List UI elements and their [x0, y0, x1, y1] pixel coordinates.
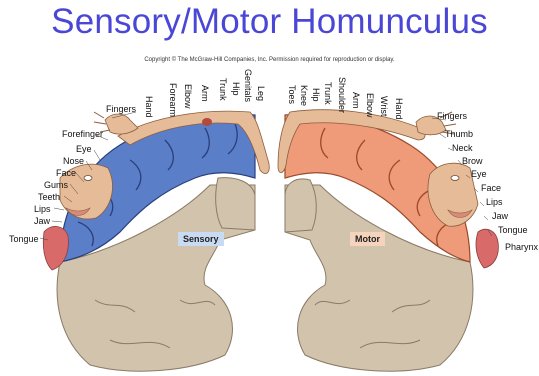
motor-figure-tongue	[476, 229, 498, 268]
motor-label-elbow: Elbow	[365, 93, 375, 118]
motor-label-fingers: Fingers	[437, 111, 467, 121]
sensory-label-trunk: Trunk	[218, 78, 228, 101]
sensory-label-lips: Lips	[34, 204, 51, 214]
sensory-figure-genitals	[202, 118, 212, 126]
motor-region-tag: Motor	[350, 232, 385, 246]
motor-figure-eye	[451, 176, 459, 181]
sensory-label-face: Face	[56, 168, 76, 178]
motor-label-brow: Brow	[462, 156, 483, 166]
motor-label-hip: Hip	[311, 88, 321, 102]
motor-label-neck: Neck	[452, 143, 473, 153]
motor-label-wrist: Wrist	[379, 96, 389, 116]
motor-label-trunk: Trunk	[323, 82, 333, 105]
sensory-label-nose: Nose	[63, 156, 84, 166]
sensory-label-forefinger: Forefinger	[62, 129, 103, 139]
sensory-label-jaw: Jaw	[34, 216, 50, 226]
sensory-label-hip: Hip	[231, 82, 241, 96]
sensory-label-elbow: Elbow	[183, 84, 193, 109]
motor-label-jaw: Jaw	[492, 211, 508, 221]
motor-label-thumb: Thumb	[445, 129, 473, 139]
sensory-figure-hand	[105, 114, 138, 134]
motor-label-pharynx: Pharynx	[505, 242, 538, 252]
sensory-label-fingers: Fingers	[106, 104, 136, 114]
sensory-label-leg: Leg	[256, 86, 266, 101]
motor-label-arm: Arm	[351, 92, 361, 109]
motor-label-eye: Eye	[471, 169, 487, 179]
motor-label-hand: Hand	[394, 98, 404, 120]
sensory-label-genitals: Genitals	[243, 69, 253, 102]
sensory-label-tongue: Tongue	[9, 234, 39, 244]
motor-midline-tissue	[285, 179, 316, 232]
sensory-label-gums: Gums	[44, 180, 68, 190]
sensory-figure-eye	[84, 176, 92, 181]
motor-label-knee: Knee	[299, 85, 309, 106]
motor-label-toes: Toes	[287, 85, 297, 104]
motor-label-face: Face	[481, 183, 501, 193]
motor-label-shoulder: Shoulder	[337, 77, 347, 113]
sensory-label-eye: Eye	[76, 144, 92, 154]
sensory-region-tag: Sensory	[178, 232, 224, 246]
motor-label-tongue: Tongue	[498, 225, 528, 235]
sensory-label-hand: Hand	[144, 96, 154, 118]
sensory-label-teeth: Teeth	[38, 192, 60, 202]
motor-label-lips: Lips	[486, 197, 503, 207]
sensory-label-forearm: Forearm	[168, 83, 178, 117]
sensory-midline-tissue	[216, 178, 255, 230]
sensory-label-arm: Arm	[200, 85, 210, 102]
